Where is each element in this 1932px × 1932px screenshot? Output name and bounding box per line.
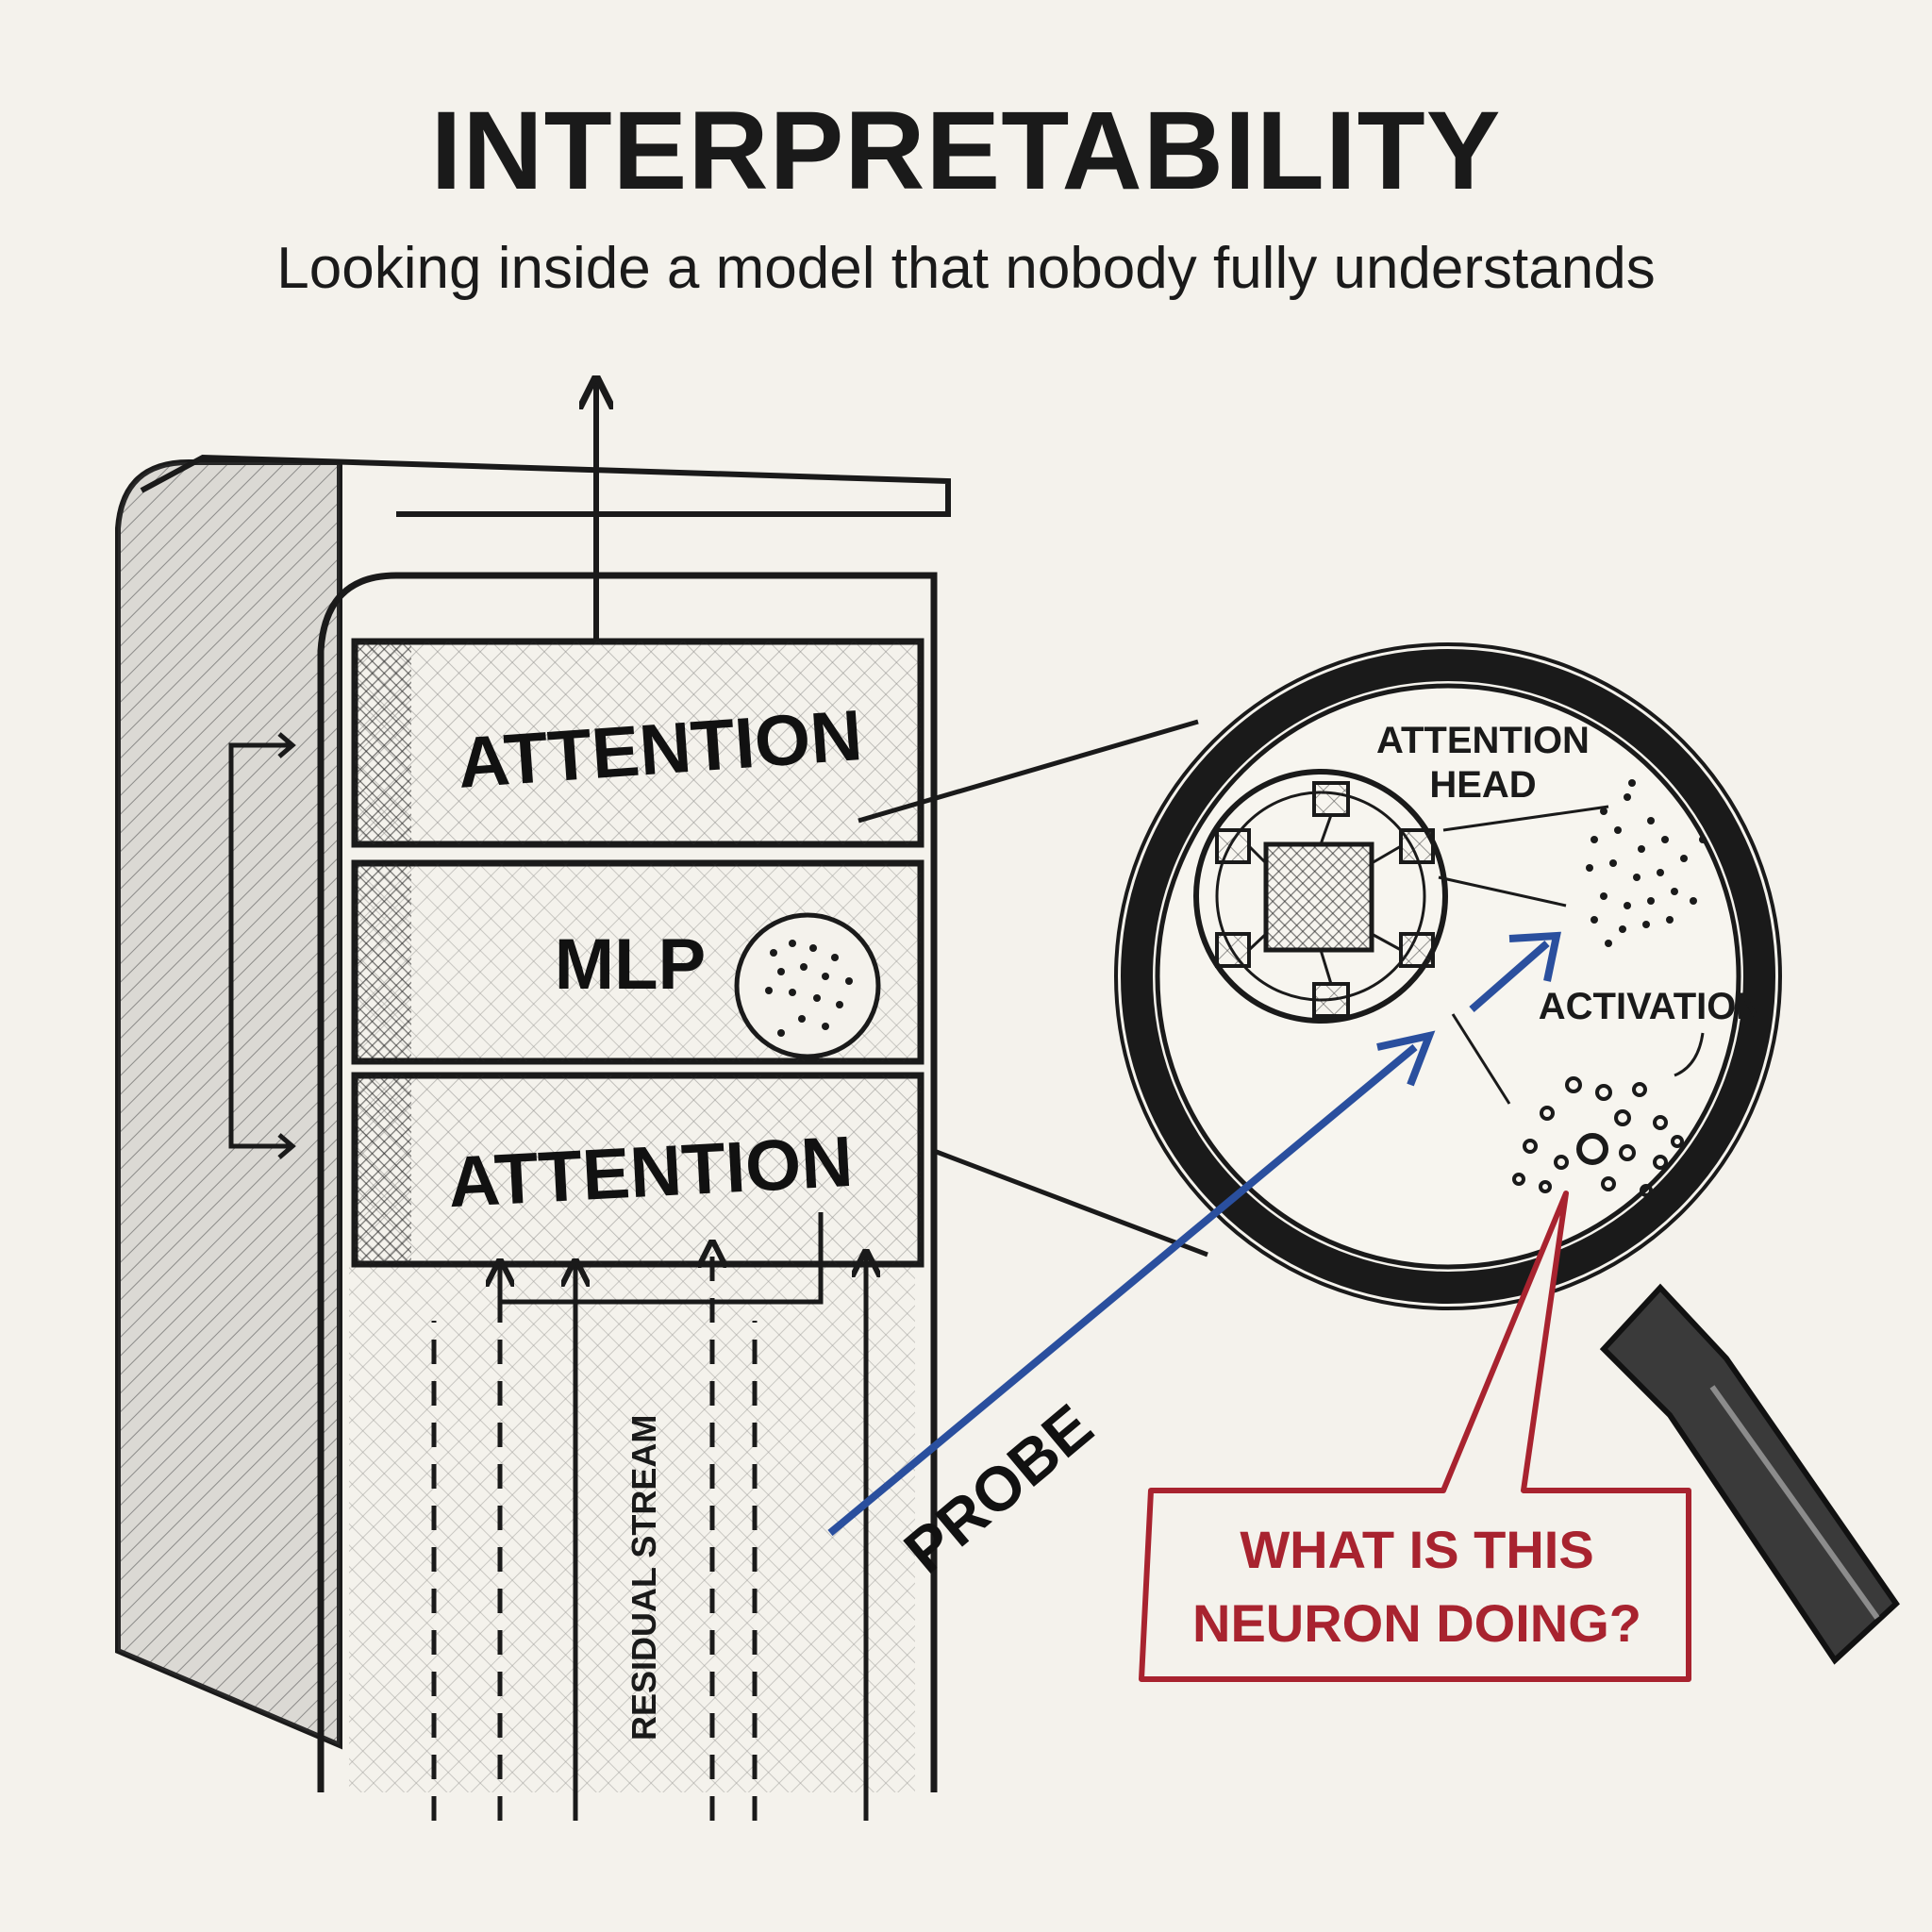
mlp-zoom-region [734, 912, 881, 1059]
page-subtitle: Looking inside a model that nobody fully… [276, 236, 1655, 301]
attention-block-bottom: ATTENTION [351, 1072, 924, 1268]
zoom-connectors [858, 719, 1208, 1257]
tower-top-shelf [140, 454, 951, 517]
magnifier-outer-ring [1121, 649, 1775, 1304]
residual-stream-label: RESIDUAL STREAM [625, 1415, 663, 1740]
residual-stream-arrows [431, 1212, 866, 1821]
skip-connection [228, 742, 291, 1149]
activation-label: ACTIVATION [1539, 986, 1764, 1027]
attention-head-pointer [1442, 805, 1609, 832]
page-title: INTERPRETABILITY [431, 89, 1502, 213]
probe-arrow [827, 931, 1561, 1537]
magnifier-handle [1599, 1283, 1900, 1665]
transformer-tower: ATTENTION MLP ATTENTION [115, 382, 951, 1821]
attention-block-top: ATTENTION [351, 638, 924, 848]
attention-head-icon [1193, 769, 1448, 1024]
mlp-block-label: MLP [555, 924, 706, 1005]
tower-base [349, 1264, 915, 1792]
question-line-2: NEURON DOING? [1192, 1593, 1641, 1653]
tower-front-frame [317, 572, 938, 1792]
magnifying-glass-icon [1114, 642, 1900, 1665]
activation-cloud-upper [1586, 779, 1707, 947]
attention-head-label-line2: HEAD [1429, 764, 1536, 806]
question-line-1: WHAT IS THIS [1240, 1520, 1593, 1579]
attention-head-label-line1: ATTENTION [1376, 720, 1590, 761]
probe-label: PROBE [891, 1391, 1105, 1587]
question-callout: WHAT IS THIS NEURON DOING? [1139, 1191, 1691, 1682]
activation-pointer [1674, 1032, 1705, 1077]
mlp-neuron-dots [765, 940, 853, 1037]
neuron-icon [1512, 1076, 1684, 1197]
